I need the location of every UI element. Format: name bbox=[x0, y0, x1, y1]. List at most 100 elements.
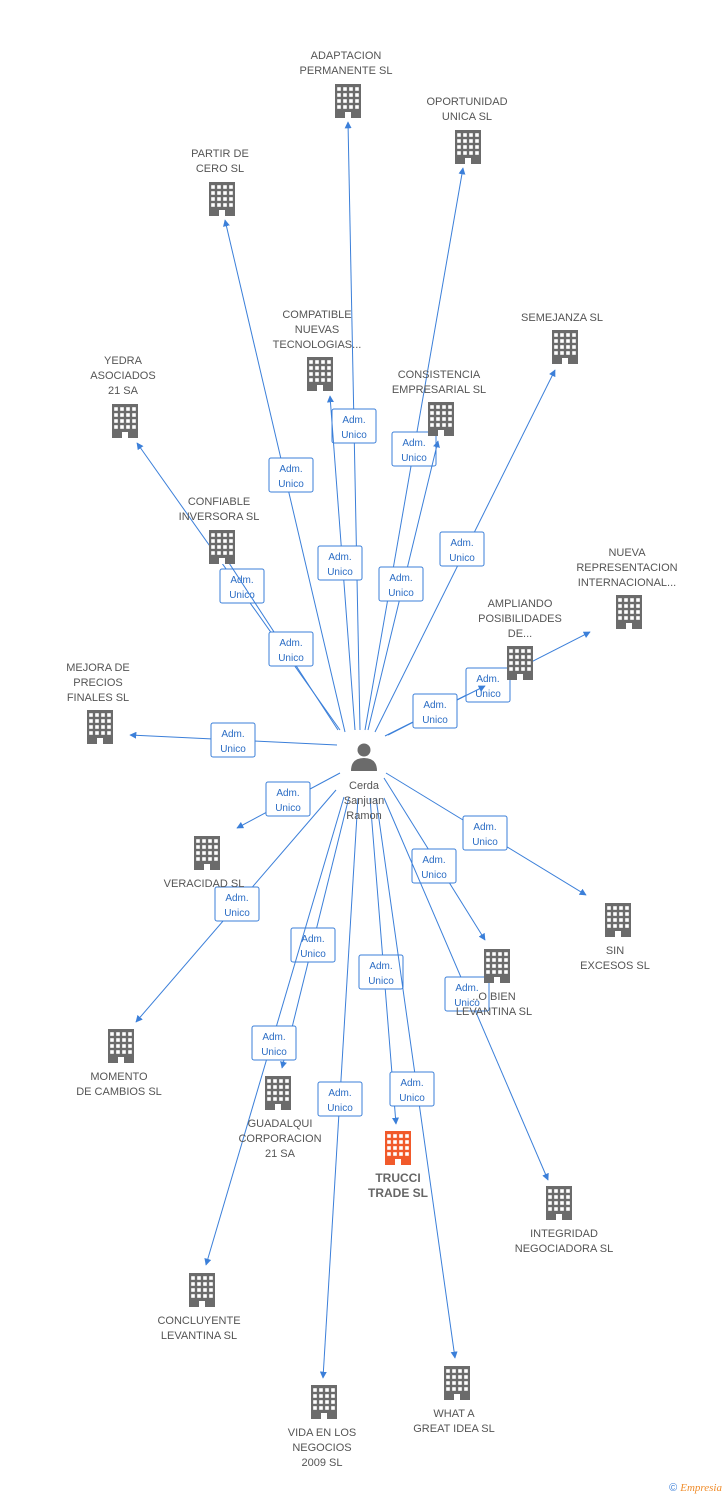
company-building-icon[interactable] bbox=[194, 836, 220, 870]
role-badge[interactable] bbox=[251, 1025, 297, 1061]
building-window bbox=[223, 197, 227, 201]
company-label[interactable]: SEMEJANZA SL bbox=[521, 312, 603, 324]
company-label[interactable]: FINALES SL bbox=[67, 692, 129, 704]
company-label[interactable]: CONCLUYENTE bbox=[157, 1315, 240, 1327]
company-label[interactable]: INVERSORA SL bbox=[179, 511, 260, 523]
role-badge[interactable] bbox=[358, 954, 404, 990]
role-badge-text: Adm. bbox=[279, 638, 302, 649]
company-label[interactable]: VIDA EN LOS bbox=[288, 1427, 356, 1439]
company-building-icon[interactable] bbox=[616, 595, 642, 629]
company-building-icon[interactable] bbox=[507, 646, 533, 680]
role-badge[interactable] bbox=[439, 531, 485, 567]
role-badge[interactable] bbox=[219, 568, 265, 604]
building-window bbox=[521, 649, 525, 653]
role-badge-text: Unico bbox=[278, 479, 304, 490]
role-badge[interactable] bbox=[465, 667, 511, 703]
company-label[interactable]: NEGOCIOS bbox=[292, 1442, 351, 1454]
person-label[interactable]: Ramon bbox=[346, 810, 381, 822]
company-label[interactable]: NUEVA bbox=[608, 547, 646, 559]
company-label[interactable]: ASOCIADOS bbox=[90, 370, 155, 382]
company-label[interactable]: WHAT A bbox=[433, 1408, 475, 1420]
company-label[interactable]: INTERNACIONAL... bbox=[578, 577, 676, 589]
company-label[interactable]: LEVANTINA SL bbox=[456, 1006, 532, 1018]
company-label[interactable]: CONFIABLE bbox=[188, 496, 250, 508]
company-label[interactable]: CORPORACION bbox=[238, 1133, 321, 1145]
company-building-icon[interactable] bbox=[335, 84, 361, 118]
company-building-icon[interactable] bbox=[209, 530, 235, 564]
company-label[interactable]: AMPLIANDO bbox=[488, 598, 553, 610]
company-label[interactable]: YEDRA bbox=[104, 355, 143, 367]
person-label[interactable]: Sanjuan bbox=[344, 795, 384, 807]
role-badge-text: Unico bbox=[422, 715, 448, 726]
role-badge[interactable] bbox=[265, 781, 311, 817]
company-label[interactable]: SIN bbox=[606, 945, 624, 957]
company-building-icon[interactable] bbox=[307, 357, 333, 391]
company-label[interactable]: DE... bbox=[508, 628, 532, 640]
building-window bbox=[132, 419, 136, 423]
company-label[interactable]: GREAT IDEA SL bbox=[413, 1423, 495, 1435]
company-building-icon[interactable] bbox=[87, 710, 113, 744]
company-label[interactable]: COMPATIBLE bbox=[282, 309, 351, 321]
company-label[interactable]: REPRESENTACION bbox=[576, 562, 677, 574]
company-label[interactable]: NEGOCIADORA SL bbox=[515, 1243, 613, 1255]
company-label[interactable]: ADAPTACION bbox=[311, 50, 382, 62]
company-label[interactable]: EXCESOS SL bbox=[580, 960, 650, 972]
company-building-icon[interactable] bbox=[265, 1076, 291, 1110]
company-label[interactable]: UNICA SL bbox=[442, 111, 492, 123]
company-building-icon[interactable] bbox=[444, 1366, 470, 1400]
company-label[interactable]: CERO SL bbox=[196, 163, 244, 175]
company-building-icon-highlighted[interactable] bbox=[385, 1131, 411, 1165]
company-label[interactable]: DE CAMBIOS SL bbox=[76, 1086, 162, 1098]
company-label[interactable]: VERACIDAD SL bbox=[164, 878, 245, 890]
company-label[interactable]: GUADALQUI bbox=[248, 1118, 313, 1130]
building-window bbox=[343, 93, 347, 97]
company-label[interactable]: PERMANENTE SL bbox=[300, 65, 393, 77]
role-badge[interactable] bbox=[462, 815, 508, 851]
company-label[interactable]: OPORTUNIDAD bbox=[426, 96, 507, 108]
company-label[interactable]: MEJORA DE bbox=[66, 662, 130, 674]
role-badge[interactable] bbox=[268, 631, 314, 667]
role-badge[interactable] bbox=[214, 886, 260, 922]
role-badge-text: Unico bbox=[341, 430, 367, 441]
company-label[interactable]: POSIBILIDADES bbox=[478, 613, 562, 625]
company-label[interactable]: 2009 SL bbox=[302, 1457, 343, 1469]
company-building-icon[interactable] bbox=[546, 1186, 572, 1220]
company-label[interactable]: LEVANTINA SL bbox=[161, 1330, 237, 1342]
role-badge[interactable] bbox=[268, 457, 314, 493]
company-label[interactable]: 21 SA bbox=[108, 385, 139, 397]
role-badge[interactable] bbox=[378, 566, 424, 602]
company-label[interactable]: ..O BIEN bbox=[472, 991, 515, 1003]
company-label[interactable]: EMPRESARIAL SL bbox=[392, 384, 486, 396]
role-badge[interactable] bbox=[444, 976, 490, 1012]
company-building-icon[interactable] bbox=[108, 1029, 134, 1063]
role-badge[interactable] bbox=[317, 545, 363, 581]
role-badge-text: Unico bbox=[454, 998, 480, 1009]
company-label[interactable]: PRECIOS bbox=[73, 677, 123, 689]
company-building-icon[interactable] bbox=[112, 404, 138, 438]
company-building-icon[interactable] bbox=[552, 330, 578, 364]
company-label[interactable]: TRUCCI bbox=[375, 1171, 420, 1185]
role-badge[interactable] bbox=[210, 722, 256, 758]
company-building-icon[interactable] bbox=[209, 182, 235, 216]
company-building-icon[interactable] bbox=[484, 949, 510, 983]
company-label[interactable]: NUEVAS bbox=[295, 324, 339, 336]
company-label[interactable]: TRADE SL bbox=[368, 1186, 428, 1200]
company-label[interactable]: TECNOLOGIAS... bbox=[273, 339, 362, 351]
company-building-icon[interactable] bbox=[189, 1273, 215, 1307]
company-label[interactable]: INTEGRIDAD bbox=[530, 1228, 598, 1240]
company-building-icon[interactable] bbox=[311, 1385, 337, 1419]
company-label[interactable]: CONSISTENCIA bbox=[398, 369, 481, 381]
role-badge[interactable] bbox=[411, 848, 457, 884]
person-icon[interactable] bbox=[351, 743, 377, 772]
company-label[interactable]: PARTIR DE bbox=[191, 148, 249, 160]
role-badge[interactable] bbox=[412, 693, 458, 729]
role-badge[interactable] bbox=[290, 927, 336, 963]
company-building-icon[interactable] bbox=[605, 903, 631, 937]
person-label[interactable]: Cerda bbox=[349, 780, 380, 792]
role-badge[interactable] bbox=[389, 1071, 435, 1107]
company-label[interactable]: MOMENTO bbox=[90, 1071, 148, 1083]
company-label[interactable]: 21 SA bbox=[265, 1148, 296, 1160]
company-building-icon[interactable] bbox=[455, 130, 481, 164]
company-building-icon[interactable] bbox=[428, 402, 454, 436]
role-badge[interactable] bbox=[317, 1081, 363, 1117]
